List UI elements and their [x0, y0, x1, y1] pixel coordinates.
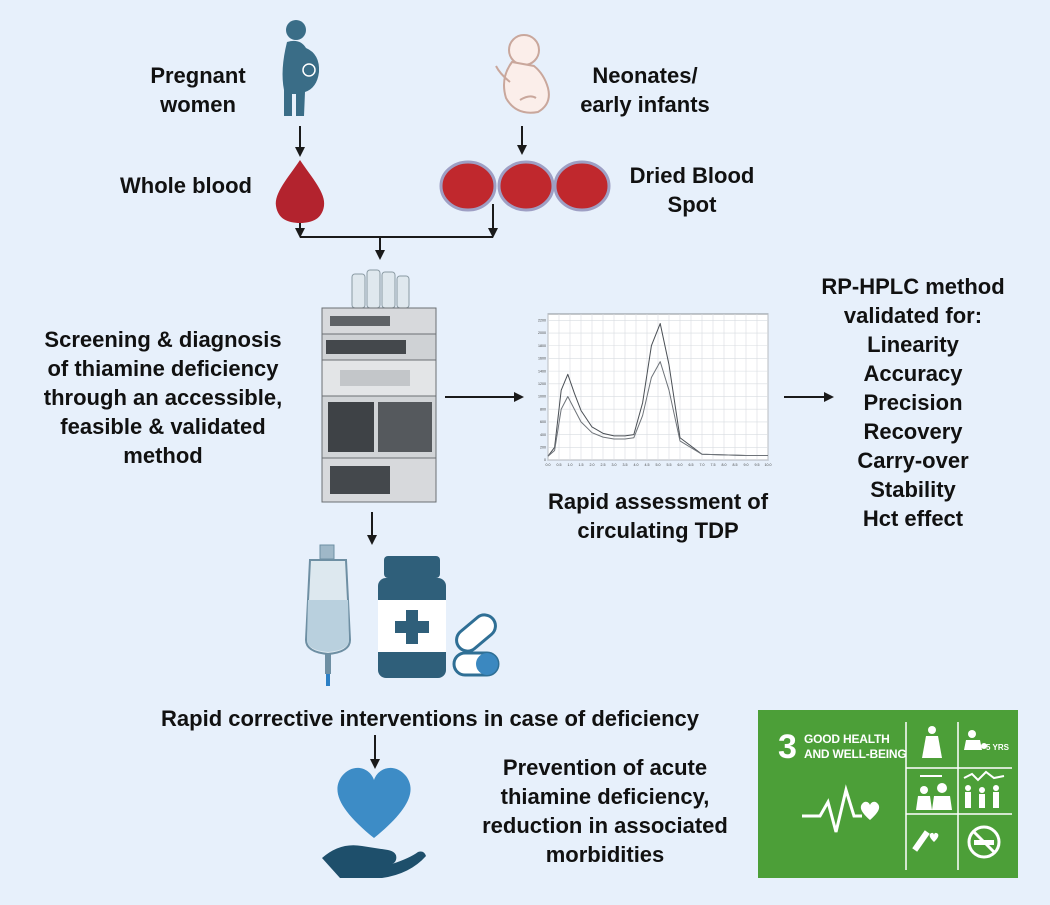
- family-icon: [963, 770, 1005, 808]
- pregnant-woman-icon: [282, 20, 320, 116]
- label-corrective-interventions: Rapid corrective interventions in case o…: [161, 706, 699, 731]
- medicine-access-icon: [912, 830, 939, 852]
- chromatogram-x-tick-label: 10.0: [765, 463, 772, 467]
- chromatogram-y-tick-label: 2200: [538, 319, 546, 323]
- no-smoking-icon: [967, 825, 1001, 859]
- chromatogram-x-tick-label: 4.5: [645, 463, 650, 467]
- chromatogram-x-tick-label: 5.0: [656, 463, 661, 467]
- chromatogram-x-tick-label: 2.5: [601, 463, 606, 467]
- sdg-title-line1: GOOD HEALTH: [804, 732, 890, 746]
- validation-item-carry-over: Carry-over: [857, 448, 969, 473]
- label-whole-blood: Whole blood: [120, 173, 252, 198]
- chromatogram-x-tick-label: 7.5: [711, 463, 716, 467]
- sdg3-logo: 3 GOOD HEALTH AND WELL-BEING: [758, 710, 1018, 878]
- chromatogram-x-tick-label: 4.0: [634, 463, 639, 467]
- label-neonates: Neonates/early infants: [580, 63, 710, 117]
- validation-item-linearity: Linearity: [867, 332, 959, 357]
- chromatogram-x-tick-label: 6.5: [689, 463, 694, 467]
- chromatogram-y-tick-label: 1800: [538, 344, 546, 348]
- chromatogram-y-tick-label: 1400: [538, 369, 546, 373]
- validation-list: Linearity Accuracy Precision Recovery Ca…: [828, 330, 998, 533]
- sdg-title-line2: AND WELL-BEING: [804, 747, 907, 761]
- chromatogram-y-tick-label: 1600: [538, 357, 546, 361]
- capsule-icon: [452, 613, 500, 677]
- chromatogram-x-tick-label: 1.5: [579, 463, 584, 467]
- chromatogram-y-tick-label: 800: [540, 407, 546, 411]
- dried-blood-spot-icon: [439, 160, 611, 212]
- chromatogram-x-tick-label: 8.0: [722, 463, 727, 467]
- chromatogram-x-tick-label: 8.5: [733, 463, 738, 467]
- sdg-age-label: 5 YRS: [986, 743, 1010, 752]
- chromatogram-x-tick-label: 3.5: [623, 463, 628, 467]
- chromatogram-y-tick-label: 0: [544, 458, 546, 462]
- sdg-graphics: 5 YRS: [802, 722, 1012, 870]
- chromatogram-x-tick-label: 0.0: [546, 463, 551, 467]
- chromatogram-x-tick-label: 3.0: [612, 463, 617, 467]
- heartbeat-icon: [802, 784, 862, 833]
- disease-response-icon: [916, 775, 952, 810]
- chromatogram-x-tick-label: 1.0: [568, 463, 573, 467]
- validation-item-recovery: Recovery: [863, 419, 963, 444]
- iv-bag-icon: [304, 544, 352, 686]
- mother-child-icon: [922, 726, 942, 758]
- validation-item-stability: Stability: [870, 477, 956, 502]
- hplc-instrument-icon: [321, 269, 437, 503]
- chromatogram-x-tick-label: 9.0: [744, 463, 749, 467]
- chromatogram-x-tick-label: 2.0: [590, 463, 595, 467]
- validation-item-precision: Precision: [863, 390, 963, 415]
- chromatogram-y-tick-label: 1000: [538, 395, 546, 399]
- sdg-number: 3: [778, 728, 797, 766]
- chromatogram-y-tick-label: 200: [540, 446, 546, 450]
- child-under-five-icon: [964, 730, 987, 750]
- heart-hand-icon: [322, 767, 426, 878]
- chromatogram-series-2: [547, 361, 768, 457]
- chromatogram-x-tick-label: 0.5: [557, 463, 562, 467]
- chromatogram-y-tick-label: 1200: [538, 382, 546, 386]
- blood-drop-icon: [275, 160, 325, 223]
- chromatogram-x-tick-label: 7.0: [700, 463, 705, 467]
- validation-item-accuracy: Accuracy: [863, 361, 963, 386]
- chromatogram-y-tick-label: 600: [540, 420, 546, 424]
- chromatogram-y-tick-label: 2000: [538, 331, 546, 335]
- fetus-icon: [495, 34, 550, 114]
- medicine-bottle-icon: [378, 556, 446, 678]
- chromatogram-x-tick-label: 9.5: [755, 463, 760, 467]
- chromatogram-y-tick-label: 400: [540, 433, 546, 437]
- chromatogram-x-tick-label: 5.5: [667, 463, 672, 467]
- validation-item-hct-effect: Hct effect: [862, 506, 964, 531]
- chromatogram-icon: 0.0 0.5 1.0 1.5 2.0 2.5 3.0 3.5 4.0 4.5 5.0 5.5 6.0 6…: [538, 313, 772, 467]
- chromatogram-x-tick-label: 6.0: [678, 463, 683, 467]
- sdg-heart-icon: [860, 801, 880, 820]
